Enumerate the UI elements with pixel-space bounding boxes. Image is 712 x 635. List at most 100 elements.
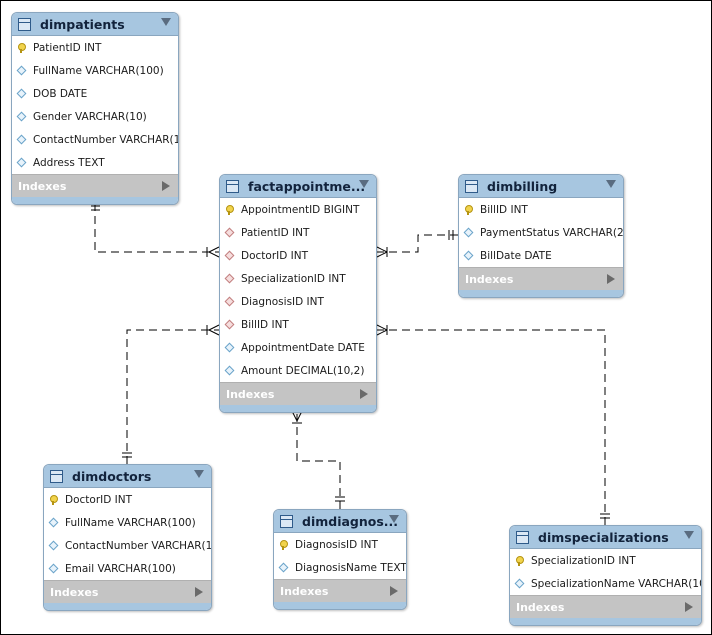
column-icon [17,89,26,98]
column-label: FullName VARCHAR(100) [33,64,164,77]
column-label: SpecializationID INT [531,554,636,567]
column-row[interactable]: PaymentStatus VARCHAR(2... [459,221,623,244]
column-row[interactable]: DiagnosisName TEXT [274,556,406,579]
column-label: PatientID INT [241,226,310,239]
column-row[interactable]: ContactNumber VARCHAR(1... [44,534,211,557]
collapse-triangle-icon[interactable] [684,531,694,539]
table-header[interactable]: dimpatients [12,13,178,36]
expand-arrow-icon[interactable] [685,602,693,612]
column-label: PatientID INT [33,41,102,54]
column-label: Email VARCHAR(100) [65,562,176,575]
column-row[interactable]: FullName VARCHAR(100) [12,59,178,82]
column-label: AppointmentID BIGINT [241,203,360,216]
primary-key-icon [17,43,26,53]
column-label: DoctorID INT [241,249,309,262]
expand-arrow-icon[interactable] [360,389,368,399]
indexes-section[interactable]: Indexes [44,580,211,603]
table-header[interactable]: dimspecializations [510,526,701,549]
expand-arrow-icon[interactable] [607,274,615,284]
table-icon [50,469,63,483]
collapse-triangle-icon[interactable] [606,180,616,188]
expand-arrow-icon[interactable] [162,181,170,191]
column-label: SpecializationName VARCHAR(10... [531,577,701,590]
table-dimpatients[interactable]: dimpatients PatientID INT FullName VARCH… [11,12,179,205]
column-row[interactable]: Email VARCHAR(100) [44,557,211,580]
column-label: Address TEXT [33,156,105,169]
column-row[interactable]: DOB DATE [12,82,178,105]
table-footer [220,405,376,412]
column-row[interactable]: Amount DECIMAL(10,2) [220,359,376,382]
column-row[interactable]: BillDate DATE [459,244,623,267]
expand-arrow-icon[interactable] [390,586,398,596]
column-row[interactable]: BillID INT [459,198,623,221]
table-dimdiagnosis[interactable]: dimdiagnos... DiagnosisID INT DiagnosisN… [273,509,407,610]
indexes-section[interactable]: Indexes [220,382,376,405]
table-header[interactable]: dimbilling [459,175,623,198]
table-name: factappointme... [248,178,366,194]
table-name: dimdoctors [72,468,152,484]
table-header[interactable]: dimdiagnos... [274,510,406,533]
column-row[interactable]: SpecializationID INT [510,549,701,572]
table-icon [465,179,478,193]
collapse-triangle-icon[interactable] [389,515,399,523]
column-icon [515,579,524,588]
table-footer [274,602,406,609]
indexes-section[interactable]: Indexes [459,267,623,290]
indexes-label: Indexes [280,584,329,598]
table-icon [226,179,239,193]
table-header[interactable]: dimdoctors [44,465,211,488]
collapse-triangle-icon[interactable] [161,18,171,26]
column-row[interactable]: DiagnosisID INT [220,290,376,313]
table-footer [44,603,211,610]
column-row[interactable]: BillID INT [220,313,376,336]
column-row[interactable]: ContactNumber VARCHAR(1... [12,128,178,151]
table-header[interactable]: factappointme... [220,175,376,198]
foreign-key-icon [225,228,234,237]
foreign-key-icon [225,297,234,306]
primary-key-icon [464,205,473,215]
expand-arrow-icon[interactable] [195,587,203,597]
indexes-label: Indexes [50,585,99,599]
relationship-patients-appointments [94,203,219,253]
column-row[interactable]: Address TEXT [12,151,178,174]
column-row[interactable]: DoctorID INT [220,244,376,267]
column-label: Amount DECIMAL(10,2) [241,364,365,377]
column-label: ContactNumber VARCHAR(1... [65,539,211,552]
indexes-section[interactable]: Indexes [12,174,178,197]
column-label: ContactNumber VARCHAR(1... [33,133,178,146]
column-row[interactable]: DiagnosisID INT [274,533,406,556]
table-dimspecializations[interactable]: dimspecializations SpecializationID INT … [509,525,702,626]
table-dimdoctors[interactable]: dimdoctors DoctorID INT FullName VARCHAR… [43,464,212,611]
table-factappointments[interactable]: factappointme... AppointmentID BIGINT Pa… [219,174,377,413]
indexes-label: Indexes [516,600,565,614]
column-row[interactable]: PatientID INT [220,221,376,244]
column-label: DOB DATE [33,87,88,100]
column-icon [225,343,234,352]
column-icon [464,228,473,237]
column-row[interactable]: Gender VARCHAR(10) [12,105,178,128]
table-icon [516,530,529,544]
column-row[interactable]: FullName VARCHAR(100) [44,511,211,534]
indexes-section[interactable]: Indexes [510,595,701,618]
column-icon [279,563,288,572]
column-row[interactable]: AppointmentID BIGINT [220,198,376,221]
collapse-triangle-icon[interactable] [359,180,369,188]
column-label: Gender VARCHAR(10) [33,110,147,123]
column-row[interactable]: AppointmentDate DATE [220,336,376,359]
primary-key-icon [279,540,288,550]
column-icon [17,158,26,167]
table-name: dimbilling [487,178,558,194]
column-label: BillID INT [480,203,528,216]
column-row[interactable]: SpecializationName VARCHAR(10... [510,572,701,595]
column-icon [17,135,26,144]
column-row[interactable]: PatientID INT [12,36,178,59]
column-icon [17,66,26,75]
indexes-section[interactable]: Indexes [274,579,406,602]
column-row[interactable]: SpecializationID INT [220,267,376,290]
column-label: BillDate DATE [480,249,552,262]
primary-key-icon [225,205,234,215]
collapse-triangle-icon[interactable] [194,470,204,478]
column-row[interactable]: DoctorID INT [44,488,211,511]
table-dimbilling[interactable]: dimbilling BillID INT PaymentStatus VARC… [458,174,624,298]
